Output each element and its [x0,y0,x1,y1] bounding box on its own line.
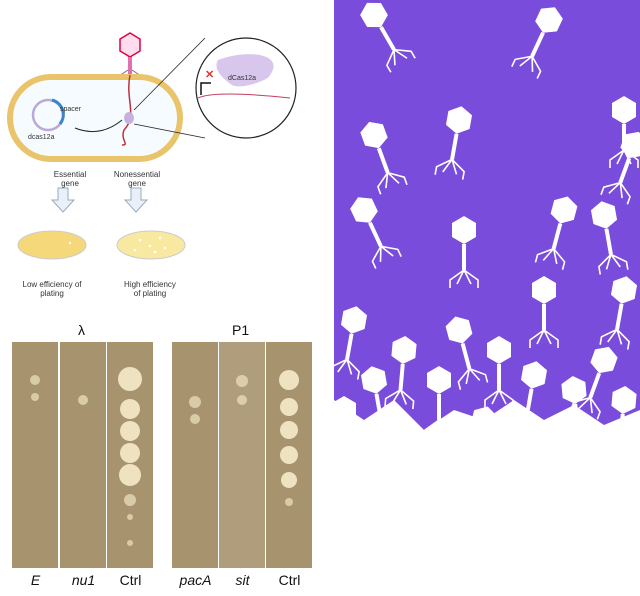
phage-icon [350,197,402,269]
phage-icon [115,32,145,79]
p1-title: P1 [232,322,250,338]
phage-icon [484,336,514,408]
plaque-spot [280,445,298,464]
plaque-spot [120,421,140,442]
svg-text:✕: ✕ [205,69,214,81]
plaque-spot [30,375,40,386]
phage-icon [534,196,578,270]
plaque-spot [280,397,298,416]
phage-icon [509,361,548,435]
plaque-spot [124,493,136,506]
purple-background [334,0,640,500]
phage-icon [334,306,368,380]
phage-icon [424,366,454,438]
phage-icon [529,276,559,348]
phage-icon [360,2,416,73]
phage-icon [360,366,399,440]
phage-icon [384,336,417,410]
phage-mass [334,400,640,520]
phage-icon [604,386,637,460]
plaque-spot [119,464,141,487]
p1-plate-lane [219,342,265,568]
plaque-spot [281,472,297,489]
low-eop-dish [17,230,87,260]
nonessential-gene-label: Nonessential gene [113,170,161,188]
zoom-inset [195,37,297,139]
phage-icon [445,316,489,390]
plaque-spot [285,498,293,507]
p1-plate-lane [172,342,218,568]
phage-icon [334,396,359,468]
lambda-lane-label: nu1 [71,572,96,588]
high-eop-label: High efficiency of plating [124,280,176,298]
phage-icon [360,121,408,195]
lambda-lane-label: E [30,572,41,588]
plaque-spot [127,514,133,521]
plaque-spot [190,413,200,424]
plaque-spot [189,396,201,409]
phage-icon [599,276,638,350]
lambda-title: λ [78,322,85,338]
plaque-spot [78,395,88,405]
plaque-spot [237,395,247,405]
phage-icon [511,7,563,79]
plaque-spot [280,421,298,440]
plaque-spot [120,443,140,464]
lambda-plate-lane [12,342,58,568]
phage-icon [609,96,639,168]
lambda-plate-lane [107,342,153,568]
plaque-spot [120,399,140,420]
phage-icon [600,131,640,205]
phage-icon [434,106,473,180]
plaque-spot [31,392,39,401]
plaque-spot [236,375,248,388]
p1-plate-lane [266,342,312,568]
bacterial-cell [7,74,183,162]
protein-label: dCas12a [228,75,256,82]
plaque-spot [118,367,142,392]
phage-icon [454,406,498,480]
p1-lane-label: sit [235,572,250,588]
phage-icon [590,201,629,275]
low-eop-label: Low efficiency of plating [22,280,82,298]
plasmid-gene-label: dcas12a [28,134,55,141]
p1-lane-label: pacA [179,572,212,588]
essential-gene-label: Essential gene [53,170,87,188]
phage-swarm-illustration [334,0,640,520]
plaque-spot [279,370,299,391]
lambda-plate-lane [60,342,106,568]
phage-icon [449,216,479,288]
lambda-lane-label: Ctrl [119,572,142,588]
plasmid-spacer-label: spacer [60,106,82,113]
phage-icon [561,376,594,450]
crispri-schematic: ✕ spacer dcas12a dCas12a [7,32,297,260]
high-eop-dish [116,230,186,260]
p1-lane-label: Ctrl [278,572,301,588]
plaque-spot [127,539,133,546]
